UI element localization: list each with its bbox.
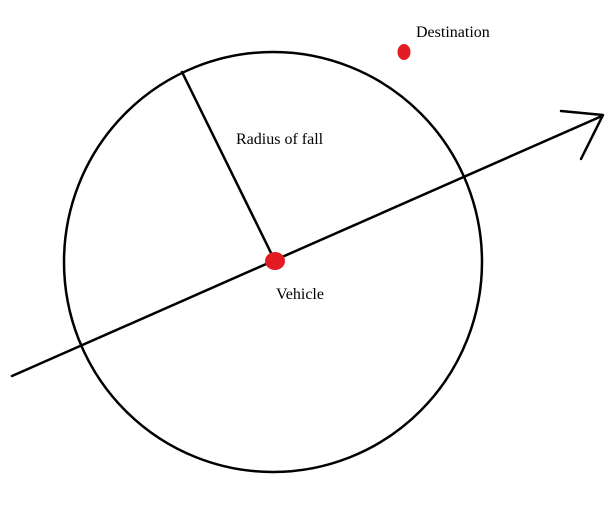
trajectory-arrowhead	[559, 109, 605, 161]
destination-point	[397, 44, 411, 60]
vehicle-point	[265, 252, 285, 270]
vehicle-label: Vehicle	[276, 286, 324, 303]
radius-label: Radius of fall	[236, 131, 324, 148]
fall-radius-circle	[62, 50, 484, 474]
radius-line	[180, 70, 276, 261]
trajectory-line	[10, 114, 604, 378]
destination-label: Destination	[416, 24, 490, 41]
